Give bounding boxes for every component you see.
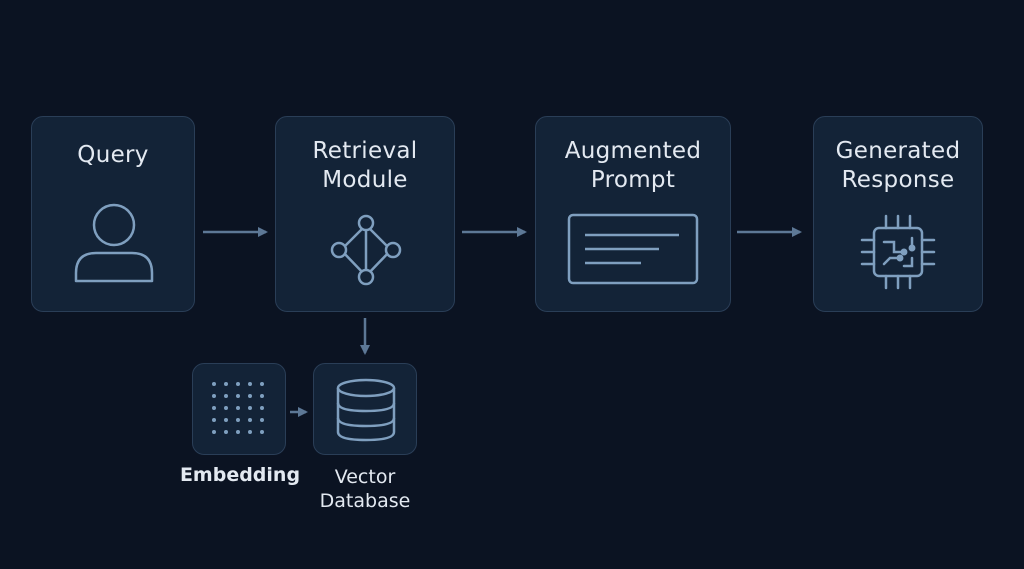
augmented-prompt-node: Augmented Prompt [535,116,731,312]
graph-network-icon [330,214,402,286]
retrieval-module-node: Retrieval Module [275,116,455,312]
query-node: Query [31,116,195,312]
embedding-node [192,363,286,455]
user-icon [74,203,154,283]
generated-response-node: Generated Response [813,116,983,312]
augmented-prompt-label: Augmented Prompt [564,138,702,193]
embedding-caption: Embedding [179,464,301,486]
cpu-chip-icon [860,214,936,290]
database-icon [336,378,396,442]
vector-database-caption: Vector Database [319,466,411,512]
document-lines-icon [567,213,699,285]
generated-response-label: Generated Response [835,138,961,193]
query-label: Query [77,142,149,168]
vector-database-node [313,363,417,455]
dot-grid-icon [212,382,264,434]
retrieval-module-label: Retrieval Module [312,138,418,193]
